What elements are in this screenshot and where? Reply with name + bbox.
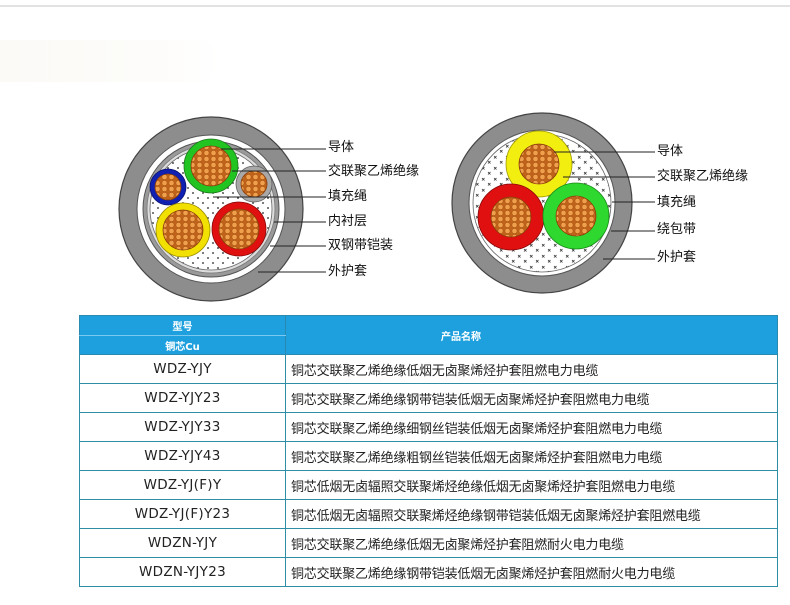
label-outer-sheath: 外护套 [328,264,368,279]
product-name-cell: 铜芯交联聚乙烯绝缘粗钢丝铠装低烟无卤聚烯烃护套阻燃电力电缆 [285,441,778,471]
model-cell: WDZ-YJY [79,354,286,384]
header-product-name: 产品名称 [285,315,778,355]
label-conductor: 导体 [328,140,355,155]
label-xlpe-insulation: 交联聚乙烯绝缘 [657,169,749,184]
label-filler-rope: 填充绳 [657,195,697,210]
header-material-copper: 铜芯Cu [79,335,286,355]
table-row: WDZ-YJY43 铜芯交联聚乙烯绝缘粗钢丝铠装低烟无卤聚烯烃护套阻燃电力电缆 [79,441,778,471]
table-row: WDZN-YJY23 铜芯交联聚乙烯绝缘钢带铠装低烟无卤聚烯烃护套阻燃耐火电力电… [79,557,778,587]
cable-diagram-3core: 导体 交联聚乙烯绝缘 填充绳 绕包带 外护套 [451,112,749,294]
table-row: WDZ-YJ(F)Y23 铜芯低烟无卤辐照交联聚烯烃绝缘钢带铠装低烟无卤聚烯烃护… [79,499,778,529]
model-cell: WDZ-YJ(F)Y23 [79,499,286,529]
model-cell: WDZ-YJY23 [79,383,286,413]
model-cell: WDZ-YJY33 [79,412,286,442]
table-row: WDZ-YJY33 铜芯交联聚乙烯绝缘细钢丝铠装低烟无卤聚烯烃护套阻燃电力电缆 [79,412,778,442]
label-wrapping-tape: 绕包带 [657,222,697,237]
label-filler-rope: 填充绳 [328,189,368,204]
label-outer-sheath: 外护套 [657,250,697,265]
product-name-cell: 铜芯低烟无卤辐照交联聚烯烃绝缘低烟无卤聚烯烃护套阻燃电力电缆 [285,470,778,500]
model-cell: WDZN-YJY [79,528,286,558]
cable-spec-table: 型号 产品名称 铜芯Cu WDZ-YJY 铜芯交联聚乙烯绝缘低烟无卤聚烯烃护套阻… [79,315,778,587]
table-row: WDZ-YJ(F)Y 铜芯低烟无卤辐照交联聚烯烃绝缘低烟无卤聚烯烃护套阻燃电力电… [79,470,778,500]
model-cell: WDZ-YJY43 [79,441,286,471]
cable-cross-section-5core-icon [118,116,326,302]
label-conductor: 导体 [657,144,684,159]
cable-diagram-5core: 导体 交联聚乙烯绝缘 填充绳 内衬层 双钢带铠装 外护套 [0,0,420,305]
product-name-cell: 铜芯低烟无卤辐照交联聚烯烃绝缘钢带铠装低烟无卤聚烯烃护套阻燃电缆 [285,499,778,529]
table-row: WDZ-YJY 铜芯交联聚乙烯绝缘低烟无卤聚烯烃护套阻燃电力电缆 [79,354,778,384]
table-row: WDZN-YJY 铜芯交联聚乙烯绝缘低烟无卤聚烯烃护套阻燃耐火电力电缆 [79,528,778,558]
faded-banner [0,40,220,82]
product-name-cell: 铜芯交联聚乙烯绝缘钢带铠装低烟无卤聚烯烃护套阻燃电力电缆 [285,383,778,413]
product-name-cell: 铜芯交联聚乙烯绝缘低烟无卤聚烯烃护套阻燃耐火电力电缆 [285,528,778,558]
product-name-cell: 铜芯交联聚乙烯绝缘钢带铠装低烟无卤聚烯烃护套阻燃耐火电力电缆 [285,557,778,587]
table-row: WDZ-YJY23 铜芯交联聚乙烯绝缘钢带铠装低烟无卤聚烯烃护套阻燃电力电缆 [79,383,778,413]
cable-cross-section-3core-icon [451,112,655,294]
top-divider [0,5,790,7]
label-double-steel-tape-armor: 双钢带铠装 [328,238,394,253]
model-cell: WDZ-YJ(F)Y [79,470,286,500]
product-name-cell: 铜芯交联聚乙烯绝缘低烟无卤聚烯烃护套阻燃电力电缆 [285,354,778,384]
product-name-cell: 铜芯交联聚乙烯绝缘细钢丝铠装低烟无卤聚烯烃护套阻燃电力电缆 [285,412,778,442]
model-cell: WDZN-YJY23 [79,557,286,587]
label-inner-lining: 内衬层 [328,214,368,229]
label-xlpe-insulation: 交联聚乙烯绝缘 [328,164,420,179]
header-model: 型号 [79,315,286,336]
